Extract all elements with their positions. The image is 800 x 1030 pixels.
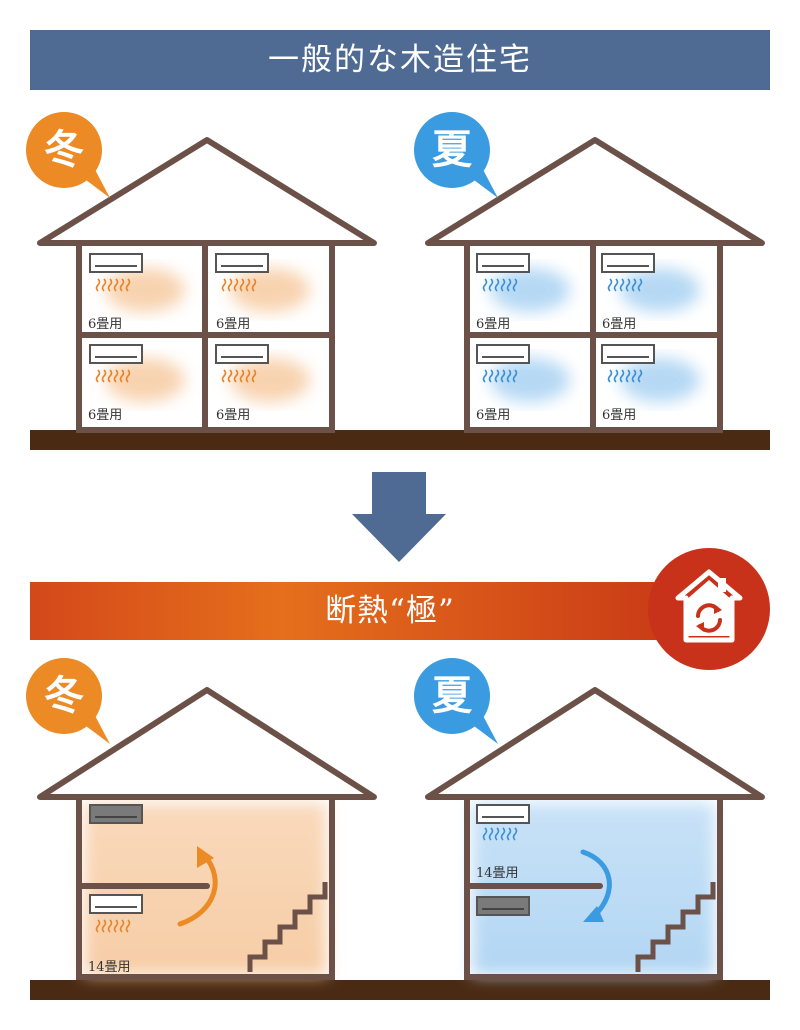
staircase	[635, 882, 716, 972]
ac-unit	[215, 344, 269, 364]
ground-bottom	[30, 980, 770, 1000]
house-recycle-icon	[648, 548, 770, 670]
winter-badge: 冬	[26, 112, 116, 202]
room-label: 14畳用	[88, 960, 131, 975]
ac-unit	[215, 253, 269, 273]
upgrade-title: 断熱“極”	[325, 593, 455, 629]
ac-unit	[89, 253, 143, 273]
summer-label: 夏	[432, 126, 472, 173]
room-label: 6畳用	[602, 317, 637, 332]
down-arrow-icon	[352, 472, 446, 562]
ac-unit	[476, 344, 530, 364]
ac-unit	[476, 804, 530, 824]
cool-waves	[482, 278, 643, 383]
house-winter-insulated	[37, 687, 377, 980]
summer-badge: 夏	[414, 112, 504, 202]
heat-waves	[95, 919, 131, 933]
room-label: 6畳用	[216, 317, 251, 332]
ac-unit-off	[476, 896, 530, 916]
house-summer-insulated	[425, 687, 765, 980]
ac-unit	[601, 253, 655, 273]
circulation-arrow	[580, 849, 612, 918]
ground-top	[30, 430, 770, 450]
ac-unit-off	[89, 804, 143, 824]
cool-waves	[482, 827, 518, 841]
room-label: 6畳用	[88, 317, 123, 332]
room-label: 6畳用	[476, 408, 511, 423]
summer-label: 夏	[432, 672, 472, 719]
circulation-arrow	[177, 853, 218, 927]
winter-badge: 冬	[26, 658, 116, 748]
winter-label: 冬	[44, 672, 84, 719]
header-banner: 一般的な木造住宅	[30, 30, 770, 90]
winter-label: 冬	[44, 126, 84, 173]
room-label: 6畳用	[602, 408, 637, 423]
ac-unit	[601, 344, 655, 364]
room-label: 6畳用	[476, 317, 511, 332]
upgrade-banner: 断熱“極”	[30, 582, 750, 640]
room-label: 14畳用	[476, 866, 519, 881]
staircase	[247, 882, 328, 972]
house-summer-standard	[425, 137, 765, 433]
summer-badge: 夏	[414, 658, 504, 748]
heat-waves	[95, 278, 257, 383]
ac-unit	[89, 894, 143, 914]
ac-unit	[89, 344, 143, 364]
ac-unit	[476, 253, 530, 273]
room-label: 6畳用	[216, 408, 251, 423]
header-title: 一般的な木造住宅	[268, 42, 532, 78]
room-label: 6畳用	[88, 408, 123, 423]
house-winter-standard	[37, 137, 377, 433]
